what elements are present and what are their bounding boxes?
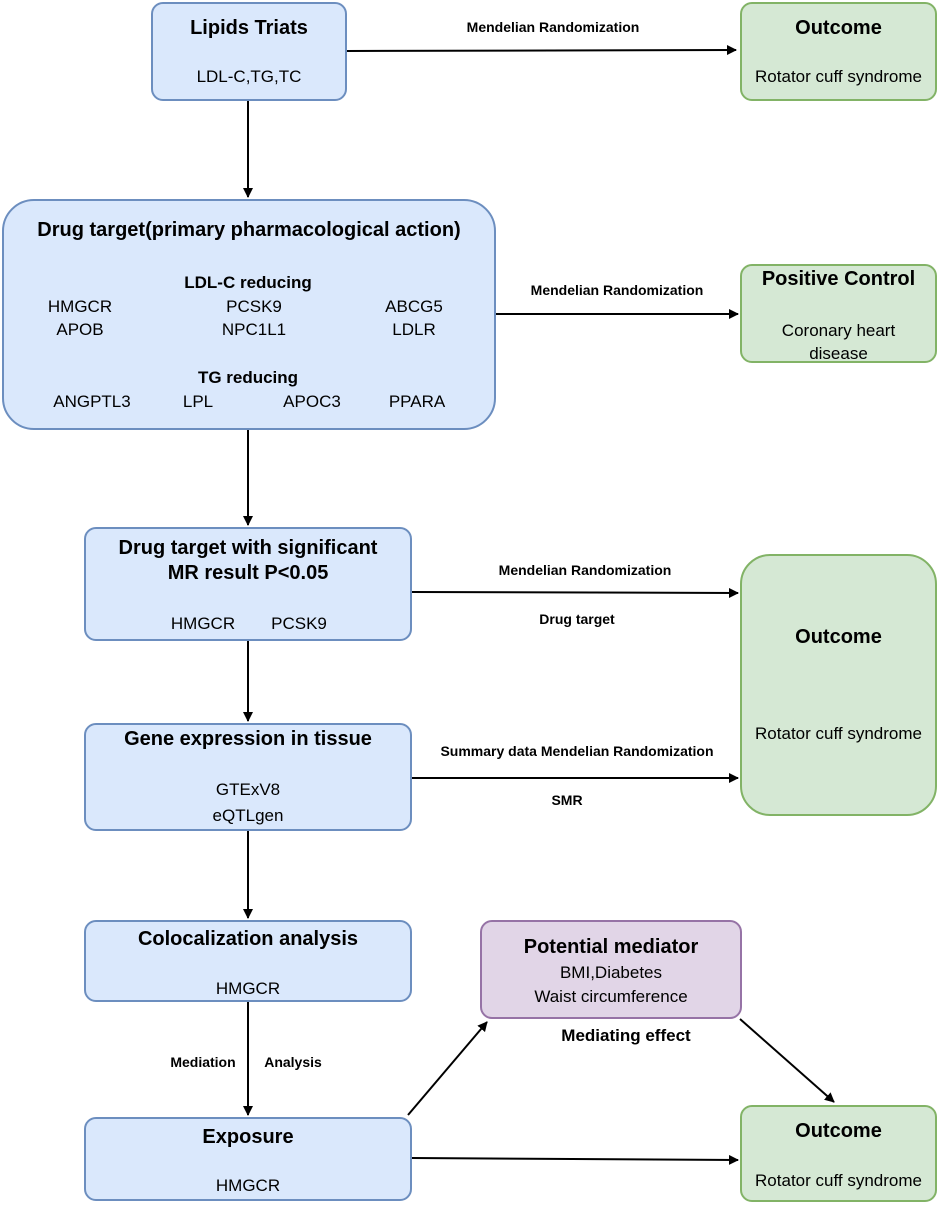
edge-label-mr-1: Mendelian Randomization (466, 19, 640, 35)
gene-ppara: PPARA (388, 392, 446, 411)
tg-heading: TG reducing (197, 368, 299, 387)
gene-hmgcr-significant: HMGCR (170, 614, 236, 633)
arrow-lipids-to-outcome (345, 45, 737, 56)
edge-label-mr-3: Mendelian Randomization (498, 562, 672, 578)
gene-expression-title: Gene expression in tissue (124, 728, 372, 750)
mediator-title: Potential mediator (523, 936, 699, 958)
arrow-mediator-to-outcome (739, 1018, 835, 1103)
mediator-line1: BMI,Diabetes (559, 963, 663, 982)
gene-pcsk9-significant: PCSK9 (271, 614, 327, 633)
edge-label-smr-full: Summary data Mendelian Randomization (440, 743, 714, 759)
outcome-bottom-title: Outcome (795, 1120, 882, 1142)
mediator-box (480, 920, 742, 1019)
drug-target-box (2, 199, 496, 430)
gene-apoc3: APOC3 (283, 392, 341, 411)
outcome-mid-box (740, 554, 937, 816)
drug-target-title: Drug target(primary pharmacological acti… (37, 219, 461, 241)
outcome-bottom-box (740, 1105, 937, 1202)
outcome-mid-title: Outcome (795, 626, 882, 648)
significant-title: Drug target with significant MR result P… (118, 537, 378, 584)
edge-label-drug-target: Drug target (539, 611, 615, 627)
lipids-items: LDL-C,TG,TC (196, 67, 302, 86)
lipids-box (151, 2, 347, 101)
outcome-top-text: Rotator cuff syndrome (755, 67, 922, 86)
gene-angptl3: ANGPTL3 (53, 392, 131, 411)
lipids-title: Lipids Triats (190, 17, 308, 39)
exposure-title: Exposure (202, 1126, 294, 1148)
outcome-bottom-text: Rotator cuff syndrome (755, 1171, 922, 1190)
gene-hmgcr: HMGCR (47, 297, 113, 316)
gene-expression-box (84, 723, 412, 831)
positive-control-title: Positive Control (761, 268, 916, 290)
arrow-significant-to-outcome (411, 587, 739, 598)
edge-label-smr: SMR (551, 792, 583, 808)
outcome-top-title: Outcome (795, 17, 882, 39)
outcome-top-box (740, 2, 937, 101)
colocalization-box (84, 920, 412, 1002)
gene-expression-eqtlgen: eQTLgen (212, 806, 284, 825)
significant-box (84, 527, 412, 641)
positive-control-box (740, 264, 937, 363)
arrow-exposure-to-mediator (407, 1021, 488, 1116)
exposure-gene: HMGCR (215, 1176, 281, 1195)
mediator-line2: Waist circumference (534, 987, 688, 1006)
gene-expression-gtex: GTExV8 (215, 780, 281, 799)
gene-pcsk9: PCSK9 (226, 297, 282, 316)
ldl-heading: LDL-C reducing (184, 273, 312, 292)
mediation-label: Mediation (170, 1054, 236, 1070)
arrow-exposure-to-outcome (411, 1154, 739, 1165)
colocalization-title: Colocalization analysis (137, 928, 359, 950)
gene-lpl: LPL (182, 392, 214, 411)
gene-apob: APOB (56, 320, 104, 339)
gene-npc1l1: NPC1L1 (221, 320, 287, 339)
edge-label-mr-2: Mendelian Randomization (530, 282, 704, 298)
colocalization-gene: HMGCR (215, 979, 281, 998)
gene-ldlr: LDLR (392, 320, 436, 339)
outcome-mid-text: Rotator cuff syndrome (755, 724, 922, 743)
mediating-effect-label: Mediating effect (561, 1026, 691, 1045)
positive-control-text: Coronary heart disease (781, 321, 896, 363)
exposure-box (84, 1117, 412, 1201)
gene-abcg5: ABCG5 (385, 297, 443, 316)
analysis-label: Analysis (264, 1054, 322, 1070)
